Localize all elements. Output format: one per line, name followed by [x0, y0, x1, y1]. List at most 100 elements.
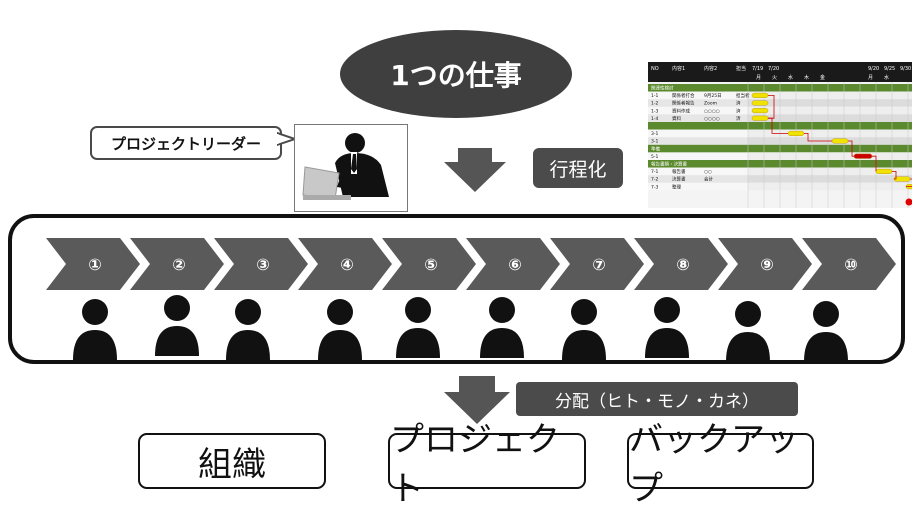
process-step: ① [46, 238, 140, 290]
gantt-cell: Zoom [704, 101, 717, 107]
person-icon [396, 297, 440, 358]
gantt-section-name: 報告書類・決算書 [651, 161, 687, 168]
process-step: ⑦ [550, 238, 644, 290]
gantt-header-cell: 内容1 [672, 65, 685, 72]
process-frame [8, 214, 905, 364]
gantt-cell: 1-4 [651, 116, 658, 122]
gantt-header-cell: 7/20 [768, 66, 779, 72]
chevron-shape [46, 238, 140, 290]
gantt-header-cell: 9/20 [868, 66, 879, 72]
gantt-cell: 3-1 [651, 139, 658, 145]
chevron-shape [718, 238, 812, 290]
gantt-cell: 資料作成 [672, 107, 690, 114]
down-arrow-icon [444, 148, 506, 192]
gantt-day-cell: 木 [804, 74, 809, 81]
gantt-cell: 関係者打合 [672, 92, 695, 99]
step-number: ② [172, 255, 186, 274]
step-number: ⑤ [424, 255, 438, 274]
leader-label-text: プロジェクトリーダー [110, 134, 261, 153]
gantt-header-cell: 内容2 [704, 65, 717, 72]
process-step: ② [130, 238, 224, 290]
gantt-day-cell: 水 [788, 74, 793, 81]
step-number: ⑨ [760, 255, 774, 274]
title-ellipse: 1つの仕事 [340, 30, 572, 118]
step-number: ③ [256, 255, 270, 274]
person-icon [155, 295, 199, 356]
project-box-text: プロジェクト [390, 420, 560, 509]
gantt-cell: 1-2 [651, 101, 658, 107]
organization-box-text: 組織 [198, 444, 266, 485]
process-label: 行程化 [533, 148, 623, 188]
callout-tail-icon [277, 131, 297, 147]
chevron-shape [550, 238, 644, 290]
gantt-header-cell: NO [651, 66, 659, 72]
leader-picture [294, 124, 408, 212]
gantt-header-cell: 9/25 [884, 66, 895, 72]
step-number: ⑥ [508, 255, 522, 274]
gantt-header-cell: 7/19 [752, 66, 763, 72]
chevron-shape [802, 238, 896, 290]
person-icon [480, 297, 524, 358]
gantt-cell: 済 [736, 100, 741, 107]
person-at-laptop-icon [302, 133, 389, 200]
title-text: 1つの仕事 [390, 59, 522, 92]
gantt-header-cell: 担当 [736, 65, 746, 72]
process-step: ⑤ [382, 238, 476, 290]
gantt-day-cell: 金 [820, 74, 825, 81]
gantt-cell: 報告書 [672, 168, 686, 175]
step-number: ④ [340, 255, 354, 274]
person-icon [804, 301, 848, 362]
gantt-cell: ○○ [704, 170, 712, 175]
process-step: ⑩ [802, 238, 896, 290]
backup-box-text: バックアップ [629, 420, 799, 509]
gantt-cell: 1-1 [651, 93, 658, 99]
process-step: ④ [298, 238, 392, 290]
gantt-cell: 済 [736, 107, 741, 114]
gantt-bar [751, 108, 769, 114]
gantt-cell: 会計 [704, 176, 713, 183]
step-number: ① [88, 255, 102, 274]
gantt-endpoint [905, 198, 912, 206]
person-icon [645, 297, 689, 358]
step-number: ⑧ [676, 255, 690, 274]
gantt-section-name: 準備 [651, 145, 660, 152]
person-icon [73, 299, 117, 360]
gantt-cell: 3-1 [651, 131, 658, 137]
gantt-day-cell: 月 [868, 75, 873, 81]
allocation-label-text: 分配（ヒト・モノ・カネ） [555, 391, 759, 412]
down-arrow-bottom-icon [444, 376, 510, 424]
process-step: ⑧ [634, 238, 728, 290]
gantt-section-name: 関連性検討 [651, 85, 674, 92]
chevron-shape [214, 238, 308, 290]
gantt-bar [751, 100, 769, 106]
gantt-day-cell: 水 [884, 74, 889, 81]
gantt-cell: ○○○○ [704, 117, 720, 122]
gantt-cell: 5-1 [651, 154, 658, 160]
process-step: ③ [214, 238, 308, 290]
process-label-text: 行程化 [549, 158, 607, 181]
gantt-cell: ○○○○ [704, 109, 720, 114]
backup-box: バックアップ [627, 420, 814, 509]
gantt-cell: 済 [736, 115, 741, 122]
chevron-shape [634, 238, 728, 290]
person-icon [726, 301, 770, 362]
gantt-day-cell: 火 [772, 75, 777, 81]
step-number: ⑩ [844, 255, 858, 274]
gantt-cell: 1-3 [651, 108, 658, 114]
chevron-shape [382, 238, 476, 290]
organization-box: 組織 [138, 433, 326, 489]
process-step: ⑥ [466, 238, 560, 290]
gantt-header-cell: 9/30 [900, 66, 911, 72]
gantt-cell: 担当者 [736, 92, 750, 99]
chevron-shape [466, 238, 560, 290]
gantt-cell: 9月25日 [704, 93, 722, 99]
leader-label: プロジェクトリーダー [90, 126, 282, 160]
process-step: ⑨ [718, 238, 812, 290]
chevron-shape [130, 238, 224, 290]
person-icon [318, 299, 362, 360]
process-flow: ① ② ③ ④ ⑤ ⑥ ⑦ ⑧ ⑨ ⑩ [46, 238, 896, 362]
allocation-label: 分配（ヒト・モノ・カネ） [516, 382, 798, 416]
chevron-shape [298, 238, 392, 290]
gantt-cell: 決算書 [672, 176, 686, 183]
